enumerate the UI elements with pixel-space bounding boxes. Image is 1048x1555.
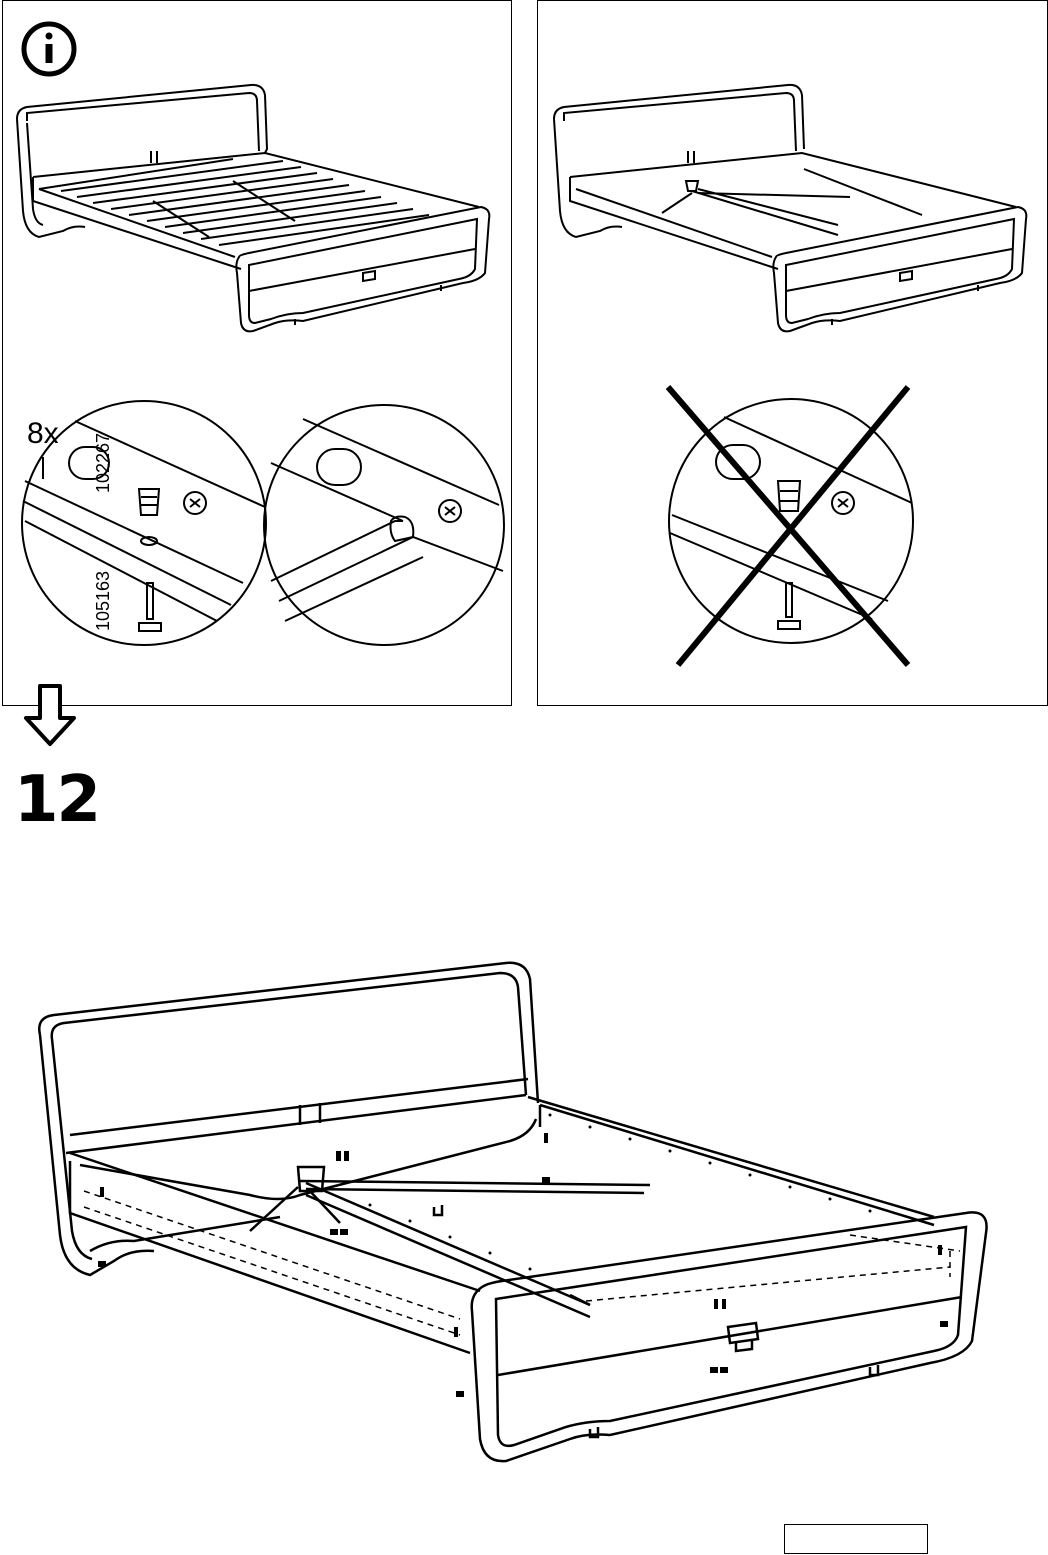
wrong-x-icon bbox=[668, 387, 908, 665]
down-arrow-icon bbox=[20, 684, 80, 748]
step-number: 12 bbox=[14, 768, 99, 832]
incorrect-assembly-panel bbox=[537, 0, 1048, 706]
fasteners bbox=[98, 1133, 948, 1397]
page-number-box bbox=[784, 1524, 928, 1554]
part-number-screw: 105163 bbox=[93, 571, 114, 631]
detail-circle-incorrect bbox=[669, 399, 913, 643]
quantity-label: 8x bbox=[27, 417, 59, 451]
correct-assembly-drawing bbox=[3, 1, 513, 707]
bed-frame-without-slats bbox=[554, 85, 1026, 331]
info-icon bbox=[24, 24, 74, 74]
bed-frame-assembly-drawing bbox=[30, 955, 1000, 1495]
incorrect-assembly-drawing bbox=[538, 1, 1048, 707]
bed-with-slats bbox=[17, 85, 489, 331]
detail-circle-2 bbox=[264, 405, 504, 645]
part-number-dowel: 102267 bbox=[93, 433, 114, 493]
correct-assembly-panel: 8x 102267 105163 bbox=[2, 0, 512, 706]
